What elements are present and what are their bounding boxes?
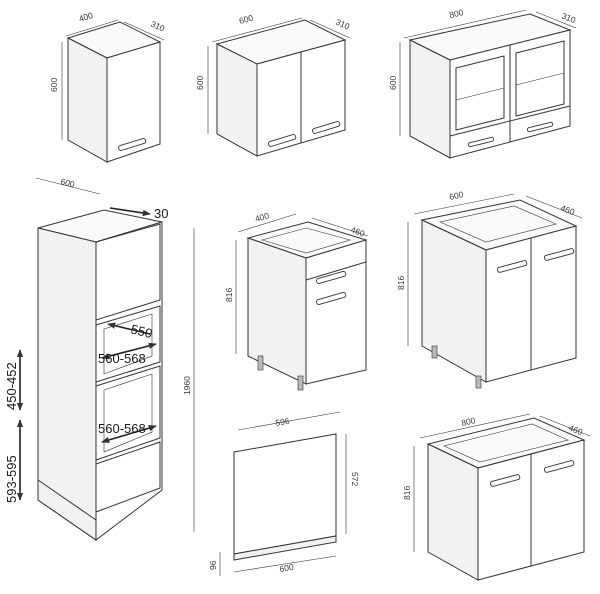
wall-800-shelf-left bbox=[455, 87, 505, 101]
wall-600-handle-left bbox=[268, 134, 297, 147]
base-400-door-handle bbox=[316, 291, 347, 305]
dishwasher-width-bottom-label: 600 bbox=[279, 562, 295, 574]
dishwasher-width-top-line bbox=[237, 411, 341, 431]
base-400-side bbox=[247, 237, 307, 385]
tall-upper-depth-label: 550 bbox=[129, 321, 154, 341]
wall-400-height-label: 600 bbox=[49, 78, 59, 92]
dishwasher-panel-edge bbox=[233, 535, 337, 561]
base-400-foot-2 bbox=[297, 375, 304, 391]
dishwasher-width-bottom-line bbox=[233, 555, 337, 573]
wall-800-drawer-handle-left bbox=[467, 136, 495, 148]
wall-800-glass-right bbox=[515, 40, 565, 117]
base-400-drawer-line bbox=[305, 261, 367, 281]
tall-lower-height-label: 593-595 bbox=[4, 455, 19, 503]
tall-lower-width-label: 560-568 bbox=[98, 421, 146, 436]
wall-600-width-label: 600 bbox=[238, 13, 255, 26]
wall-600-depth-label: 310 bbox=[334, 17, 351, 32]
wall-800-depth-label: 310 bbox=[560, 11, 577, 26]
tall-depth-arrow bbox=[109, 207, 151, 217]
tall-height-label: 1960 bbox=[182, 376, 192, 395]
dishwasher-width-top-label: 596 bbox=[275, 416, 291, 428]
wall-cabinet-800-glass: 800 310 600 bbox=[388, 7, 577, 159]
tall-upper-door bbox=[95, 223, 161, 321]
tall-upper-width-arrow bbox=[101, 342, 157, 360]
base-400-width-label: 400 bbox=[254, 210, 271, 224]
wall-cabinet-600: 600 310 600 bbox=[195, 13, 351, 157]
dishwasher-height-label: 572 bbox=[350, 472, 360, 486]
wall-600-width-line bbox=[211, 17, 303, 43]
base-400-depth-line bbox=[311, 217, 369, 237]
wall-800-width-label: 800 bbox=[448, 7, 464, 20]
base-cabinet-600-sink: 600 460 816 bbox=[396, 189, 583, 389]
base-800-handle-right bbox=[543, 460, 575, 473]
base-400-width-line bbox=[237, 213, 297, 233]
base-cabinet-800-sink: 800 460 816 bbox=[402, 413, 591, 581]
wall-400-width-line bbox=[65, 19, 119, 37]
tall-upper-height-label: 450-452 bbox=[4, 362, 19, 410]
wall-400-depth-label: 310 bbox=[149, 19, 166, 34]
tall-upper-depth-arrow bbox=[107, 322, 151, 335]
base-400-top-inner bbox=[260, 227, 352, 254]
base-400-height-label: 816 bbox=[224, 288, 234, 302]
base-600-foot-2 bbox=[475, 375, 482, 389]
base-800-handle-left bbox=[489, 474, 521, 487]
tall-oven-cabinet: 550 560-568 560-568 450-452 593-595 600 … bbox=[4, 176, 195, 542]
wall-800-shelf-right bbox=[515, 72, 565, 86]
base-cabinet-400-drawer: 400 460 816 bbox=[224, 210, 369, 391]
tall-upper-width-label: 560-568 bbox=[98, 351, 146, 366]
base-800-depth-line bbox=[539, 415, 591, 437]
dishwasher-plinth-label: 96 bbox=[208, 560, 218, 570]
base-600-foot-1 bbox=[431, 345, 438, 359]
tall-plinth bbox=[37, 479, 97, 541]
base-400-drawer-handle bbox=[316, 270, 347, 284]
dishwasher-front-panel: 596 572 600 96 bbox=[208, 411, 360, 576]
base-600-handle-left bbox=[496, 260, 528, 273]
base-800-side bbox=[427, 443, 479, 581]
tall-lower-width-arrow bbox=[101, 424, 157, 444]
base-400-front bbox=[305, 239, 367, 385]
wall-400-side bbox=[67, 37, 108, 163]
wall-600-depth-line bbox=[309, 19, 351, 39]
base-600-top-inner bbox=[439, 205, 557, 243]
wall-800-drawer-line bbox=[449, 105, 571, 137]
wall-600-handle-right bbox=[312, 121, 341, 134]
base-800-height-label: 816 bbox=[402, 486, 412, 500]
base-600-height-label: 816 bbox=[396, 276, 406, 290]
tall-upper-niche bbox=[95, 305, 161, 383]
base-600-depth-line bbox=[525, 195, 583, 219]
tall-width-label: 600 bbox=[60, 176, 76, 189]
wall-800-glass-left bbox=[455, 55, 505, 131]
base-800-width-label: 800 bbox=[460, 415, 476, 428]
base-400-foot-1 bbox=[257, 355, 264, 371]
dishwasher-panel bbox=[233, 433, 337, 555]
wall-800-width-line bbox=[403, 9, 527, 39]
base-600-width-label: 600 bbox=[448, 189, 464, 202]
wall-800-depth-line bbox=[535, 11, 577, 29]
tall-width-line bbox=[35, 177, 101, 195]
tall-depth-label: 30 bbox=[154, 206, 168, 221]
tall-lower-niche bbox=[95, 365, 161, 461]
wall-600-height-label: 600 bbox=[195, 76, 205, 90]
tall-lower-drawer bbox=[95, 441, 161, 513]
base-600-width-line bbox=[413, 193, 515, 215]
wall-600-side bbox=[216, 43, 258, 157]
base-400-depth-label: 460 bbox=[349, 224, 366, 238]
wall-400-depth-line bbox=[123, 21, 165, 41]
wall-800-side bbox=[409, 39, 451, 159]
base-800-width-line bbox=[419, 413, 531, 439]
wall-cabinet-400: 400 310 600 bbox=[49, 10, 166, 163]
base-600-handle-right bbox=[543, 248, 575, 261]
wall-400-width-label: 400 bbox=[78, 10, 95, 24]
wall-800-height-label: 600 bbox=[388, 76, 398, 90]
wall-400-handle bbox=[118, 138, 147, 151]
wall-400-front bbox=[106, 41, 161, 163]
base-800-top-inner bbox=[443, 423, 569, 463]
wall-800-drawer-handle-right bbox=[526, 121, 554, 133]
